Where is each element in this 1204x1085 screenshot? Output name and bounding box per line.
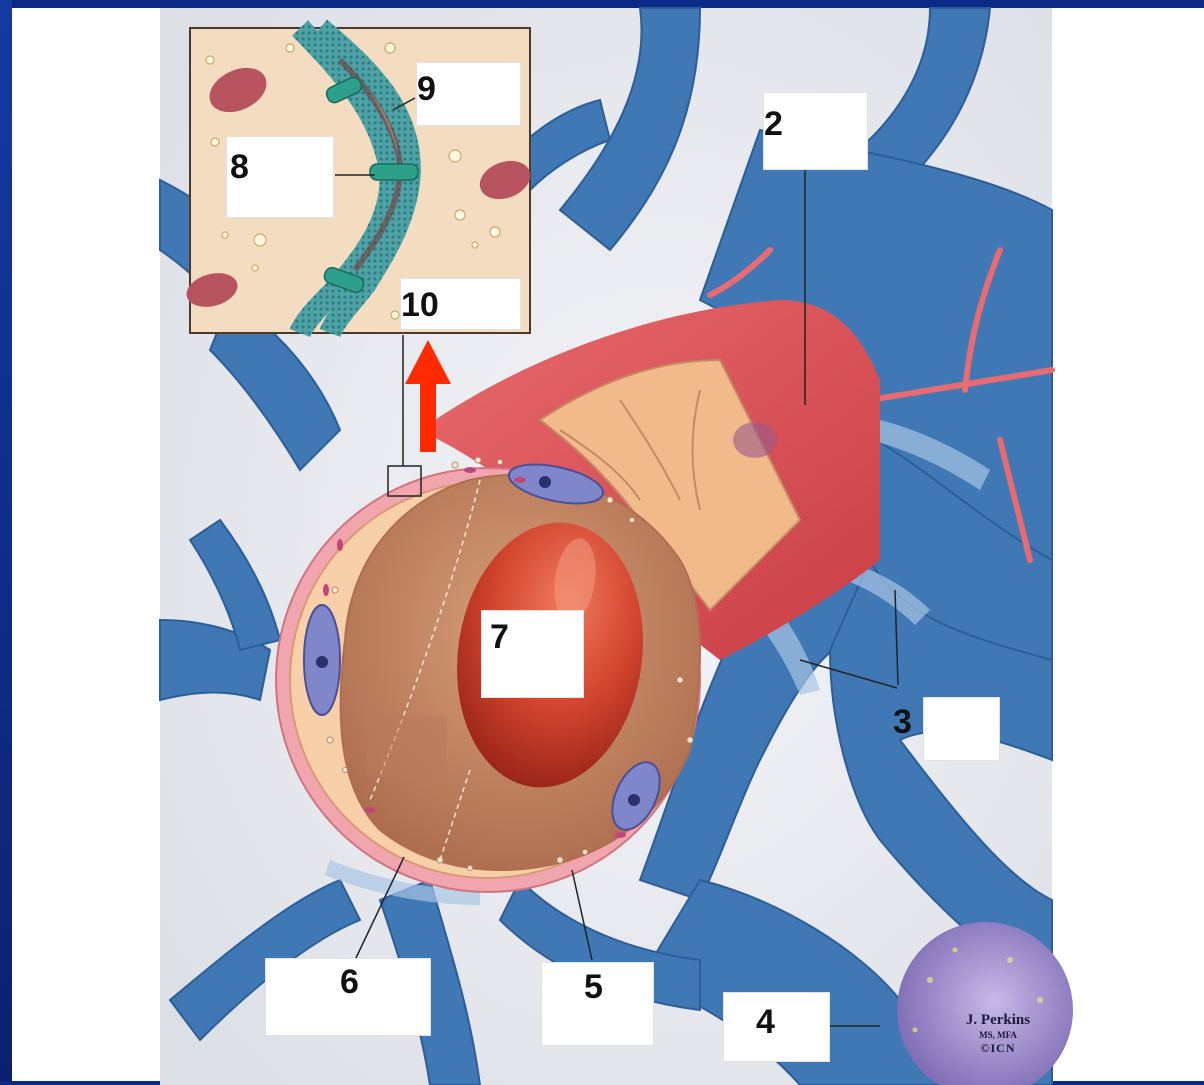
label-2: 2 <box>764 107 783 141</box>
label-9: 9 <box>417 72 436 106</box>
label-4: 4 <box>756 1005 775 1039</box>
label-5: 5 <box>584 970 603 1004</box>
answer-box-3[interactable] <box>923 697 1000 761</box>
credit-degrees: MS, MFA <box>958 1030 1038 1040</box>
label-7: 7 <box>490 620 509 654</box>
artist-credit: J. Perkins MS, MFA ©ICN <box>958 1012 1038 1056</box>
credit-name: J. Perkins <box>958 1012 1038 1029</box>
credit-logo: ©ICN <box>958 1041 1038 1056</box>
answer-box-4[interactable] <box>723 992 830 1062</box>
label-6: 6 <box>340 965 359 999</box>
label-3: 3 <box>893 705 912 739</box>
label-10: 10 <box>401 288 439 322</box>
label-8: 8 <box>230 150 249 184</box>
